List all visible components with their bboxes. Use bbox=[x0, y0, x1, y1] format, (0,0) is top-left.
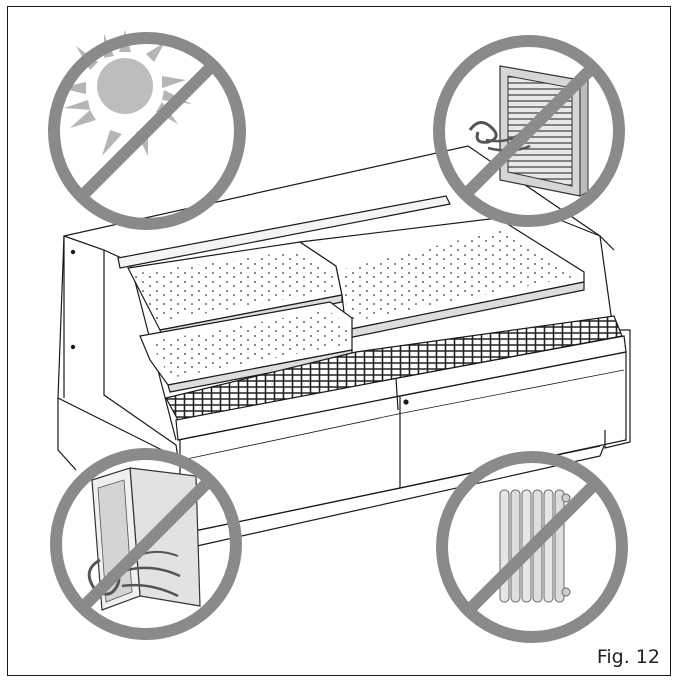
figure-caption: Fig. 12 bbox=[596, 646, 660, 668]
refrigerated-counter bbox=[57, 145, 631, 549]
no-sun-prohibition bbox=[48, 30, 246, 230]
no-air-vent-prohibition bbox=[433, 35, 625, 227]
no-open-door-prohibition bbox=[50, 448, 242, 640]
sun-icon bbox=[60, 30, 192, 156]
figure-frame bbox=[7, 6, 671, 676]
no-radiator-prohibition bbox=[436, 451, 628, 643]
